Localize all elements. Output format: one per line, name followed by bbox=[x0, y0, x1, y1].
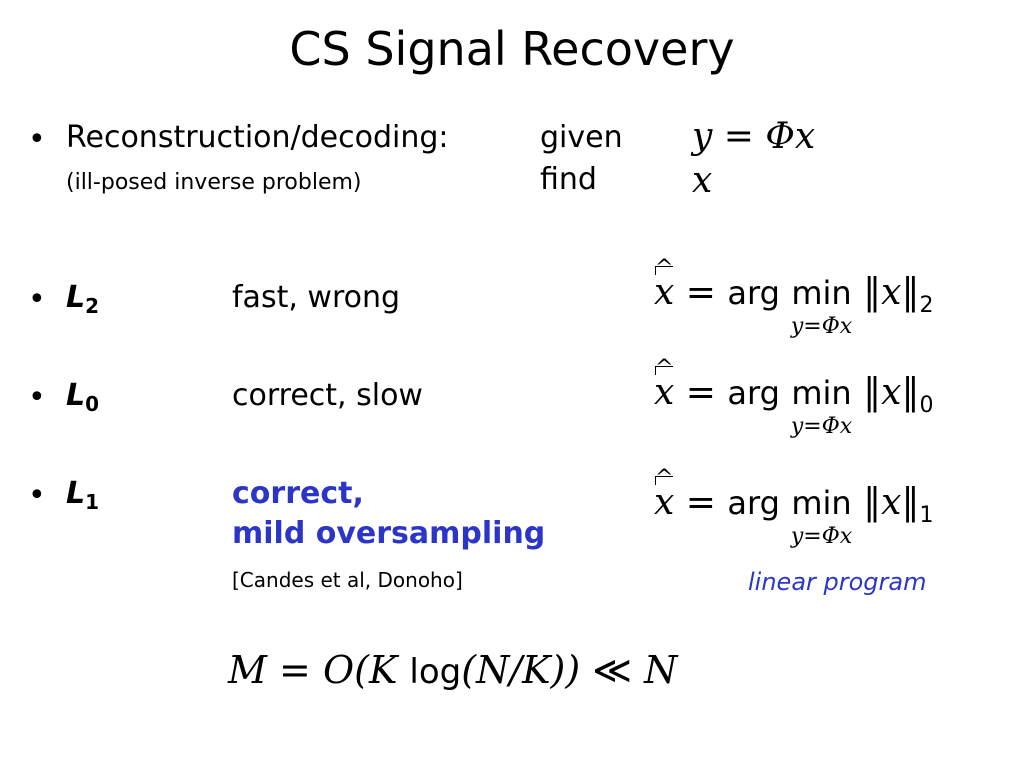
bullet-marker: • bbox=[28, 282, 46, 317]
l2-description: fast, wrong bbox=[232, 280, 401, 315]
eq-given-lhs: y bbox=[692, 116, 713, 157]
measurement-bound: M = O(K log(N/K)) ≪ N bbox=[228, 648, 678, 692]
l2-label: L2 bbox=[66, 280, 100, 318]
eq-given-rhs: Φx bbox=[765, 116, 816, 157]
reconstruction-note: (ill-posed inverse problem) bbox=[66, 170, 362, 195]
l1-citation: [Candes et al, Donoho] bbox=[232, 568, 463, 592]
bullet-marker: • bbox=[28, 478, 46, 513]
l1-label: L1 bbox=[66, 476, 100, 514]
find-label: find bbox=[540, 162, 597, 197]
given-label: given bbox=[540, 120, 623, 155]
bullet-marker: • bbox=[28, 122, 46, 157]
xhat: ^x bbox=[654, 466, 675, 524]
given-equation: y = Φx bbox=[692, 116, 815, 157]
eq-given-op: = bbox=[723, 116, 754, 157]
linear-program-note: linear program bbox=[748, 568, 927, 596]
reconstruction-label: Reconstruction/decoding: bbox=[66, 120, 449, 155]
find-equation: x bbox=[692, 160, 713, 201]
l1-description-line1: correct, bbox=[232, 476, 364, 511]
bullet-marker: • bbox=[28, 380, 46, 415]
l0-label: L0 bbox=[66, 378, 100, 416]
slide-title: CS Signal Recovery bbox=[289, 22, 735, 76]
l0-description: correct, slow bbox=[232, 378, 423, 413]
xhat: ^x bbox=[654, 356, 675, 414]
xhat: ^x bbox=[654, 256, 675, 314]
l1-description-line2: mild oversampling bbox=[232, 516, 546, 551]
